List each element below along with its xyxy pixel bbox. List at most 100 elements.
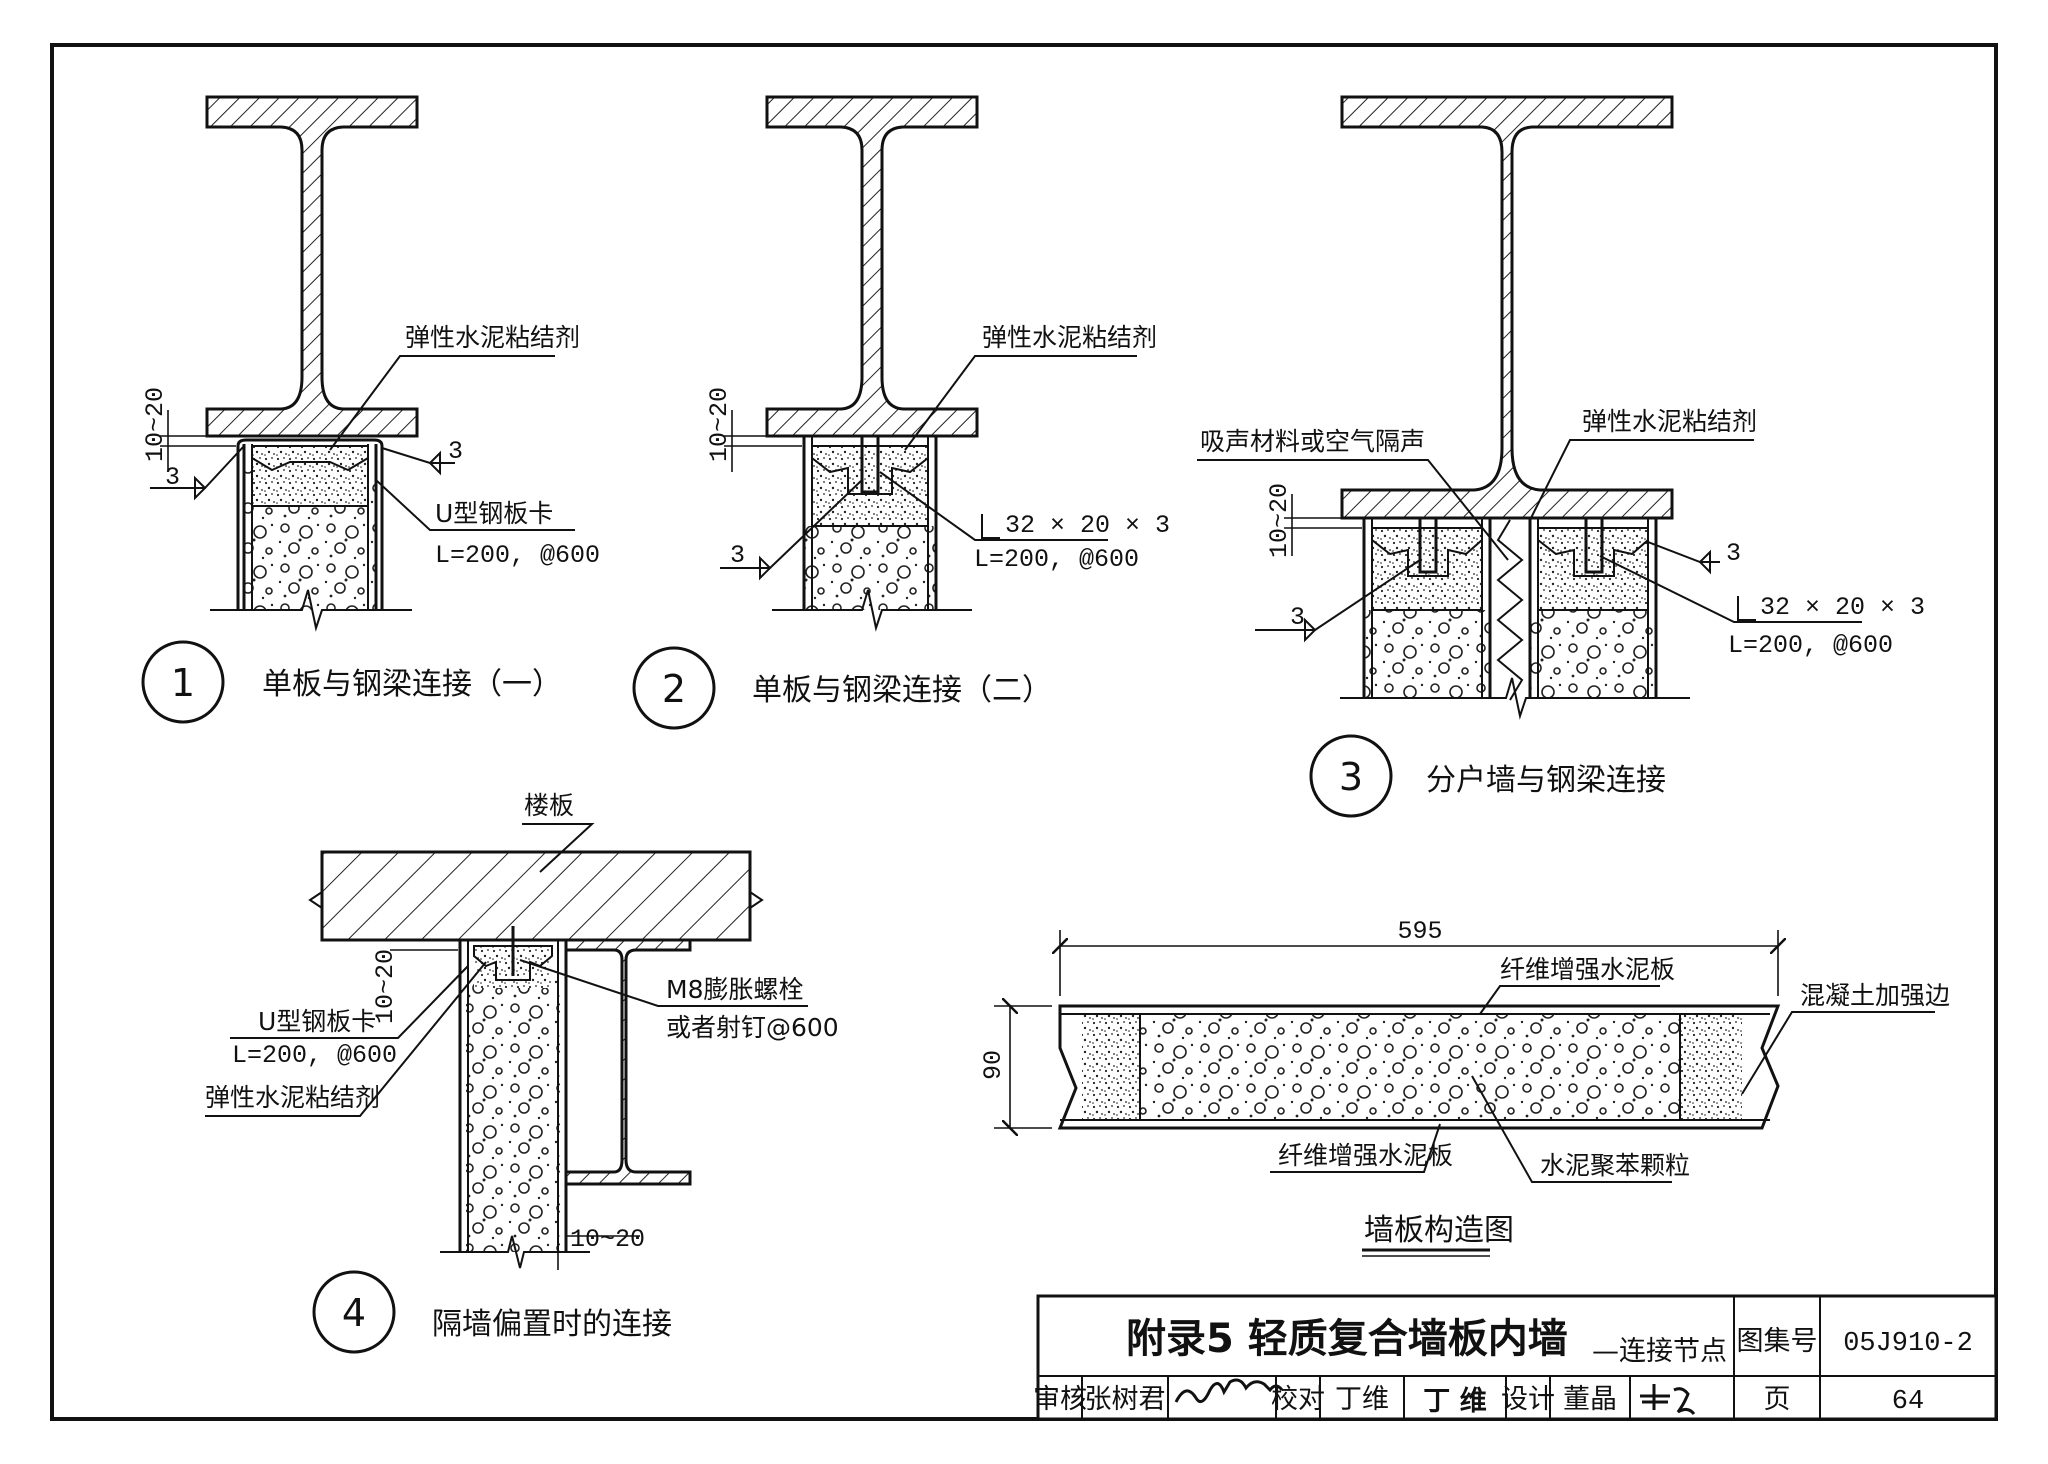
panel-dim-width-value: 595 [1397,917,1442,946]
detail-4-number-circle [312,1270,396,1354]
detail-4-slab-break-left [308,891,323,909]
detail-4: 楼板 M8膨胀螺栓 或者射钉@600 U型钢板卡 L=200, @600 弹性水… [205,791,839,1354]
detail-2-angle-spec: L=200, @600 [974,545,1139,574]
detail-3: 弹性水泥粘结剂 吸声材料或空气隔声 32 × 20 × 3 L=200, @60… [1197,95,1925,818]
detail-3-left-panel-core [1364,610,1490,698]
detail-2-caption: 单板与钢梁连接（二） [752,673,1052,708]
detail-1-u-clip [236,438,384,610]
panel-edge-right [1680,1014,1742,1120]
detail-3-angle-label: 32 × 20 × 3 [1760,593,1925,622]
panel-title: 墙板构造图 [1364,1213,1514,1248]
detail-2-number: 2 [662,667,686,711]
detail-4-slab-label: 楼板 [524,791,574,820]
detail-4-dim-gap: 10~20 [371,949,400,1024]
designer-signature [1640,1384,1696,1415]
detail-1-weld-mark-a: 3 [448,437,463,466]
panel-bottom-board-leader [1270,1123,1441,1173]
detail-3-weld-flag-left [1304,617,1317,643]
detail-4-floor-slab [320,850,752,942]
detail-3-angle-leader [1599,555,1862,623]
detail-2-angle-leader [879,471,1108,541]
detail-4-break-line [440,1235,590,1269]
detail-2-dim-gap: 10~20 [705,387,734,462]
detail-1-steel-beam [205,95,419,438]
sheet-title: 附录5 轻质复合墙板内墙 [1126,1316,1568,1362]
detail-1-number-circle [141,640,225,724]
page-number: 64 [1892,1387,1924,1417]
panel-edge-leader [1741,1011,1935,1095]
title-block: 附录5 轻质复合墙板内墙 —连接节点 图集号 05J910-2 审核 张树君 校… [1033,1294,1998,1421]
detail-3-caption: 分户墙与钢梁连接 [1426,763,1666,798]
detail-2-number-circle [632,646,716,730]
detail-3-weld-mark-b: 3 [1290,603,1305,632]
detail-3-break-line [1340,677,1690,720]
panel-core-leader [1471,1075,1672,1183]
reviewer-name: 张树君 [1085,1384,1166,1415]
detail-3-angle-right [1584,518,1604,574]
detail-3-weld-flag-right [1698,549,1711,575]
detail-2-angle [860,436,880,494]
detail-1-break-line [210,589,412,632]
detail-1-adhesive-label: 弹性水泥粘结剂 [405,323,580,352]
detail-3-steel-beam [1340,95,1674,520]
panel-construction: 595 90 纤维增强水泥板 混凝土加强边 纤维增强水泥板 水泥聚苯颗粒 墙板构… [979,917,1950,1257]
detail-2-adhesive-label: 弹性水泥粘结剂 [982,323,1157,352]
panel-edge-label: 混凝土加强边 [1800,981,1950,1010]
detail-1-weld-flag-right [428,450,441,476]
detail-1-clip-label: U型钢板卡 [435,499,553,528]
panel-top-board-label: 纤维增强水泥板 [1500,955,1675,984]
detail-3-right-panel-core [1530,610,1656,698]
detail-1-adhesive [251,445,369,472]
detail-1-weld-mark-b: 3 [165,463,180,492]
detail-4-clip-leader [230,965,469,1039]
detail-3-sound-insulation [1496,519,1524,701]
detail-3-angle-left [1418,518,1438,574]
detail-3-angle-symbol [1737,596,1756,621]
detail-4-number: 4 [342,1291,366,1335]
detail-2-break-line [772,589,972,632]
panel-top-board-leader [1479,985,1660,1015]
detail-3-adhesive-left [1371,527,1483,577]
detail-4-adhesive-label: 弹性水泥粘结剂 [205,1083,380,1112]
detail-2-weld-mark: 3 [730,541,745,570]
detail-1: 弹性水泥粘结剂 U型钢板卡 L=200, @600 10~20 3 3 1 单板… [141,95,600,724]
detail-1-dim-gap: 10~20 [141,387,170,462]
panel-bottom-board-label: 纤维增强水泥板 [1278,1141,1453,1170]
detail-3-weld-mark-a: 3 [1726,539,1741,568]
detail-2-angle-label: 32 × 20 × 3 [1005,511,1170,540]
detail-4-clip-label: U型钢板卡 [258,1007,376,1036]
detail-1-clip-leader [375,479,575,531]
detail-3-adhesive-right [1537,527,1649,577]
designer-name: 董晶 [1563,1384,1617,1415]
detail-3-sound-label: 吸声材料或空气隔声 [1200,427,1425,456]
checker-signature: 丁 维 [1423,1386,1486,1417]
detail-2-adhesive-leader [904,355,1137,451]
detail-4-clip-spec: L=200, @600 [232,1041,397,1070]
panel-outline [1057,1004,1781,1130]
detail-4-bolt-label: M8膨胀螺栓 [666,975,803,1004]
atlas-number: 05J910-2 [1843,1329,1973,1359]
detail-1-clip-spec: L=200, @600 [435,541,600,570]
detail-2-weld-flag [759,555,772,581]
detail-4-adhesive-leader [205,961,487,1117]
detail-4-slab-leader [522,823,595,873]
panel-dim-thickness-value: 90 [979,1050,1008,1080]
detail-2-angle-symbol [981,514,1000,539]
atlas-label: 图集号 [1737,1326,1818,1357]
detail-3-adhesive-leader [1529,439,1754,521]
detail-3-angle-spec: L=200, @600 [1728,631,1893,660]
detail-3-number-circle [1309,734,1393,818]
detail-4-bolt-leader [519,959,808,1007]
panel-core-label: 水泥聚苯颗粒 [1540,1151,1690,1180]
panel-core [1140,1014,1680,1120]
detail-4-caption: 隔墙偏置时的连接 [432,1307,672,1342]
detail-4-bolt-alt-label: 或者射钉@600 [666,1013,839,1042]
detail-1-number: 1 [171,661,195,705]
detail-1-caption: 单板与钢梁连接（一） [262,667,562,702]
design-label: 设计 [1501,1384,1555,1415]
check-label: 校对 [1271,1384,1325,1415]
detail-2-adhesive [811,445,929,495]
detail-3-adhesive-label: 弹性水泥粘结剂 [1582,407,1757,436]
checker-name: 丁维 [1335,1384,1389,1415]
